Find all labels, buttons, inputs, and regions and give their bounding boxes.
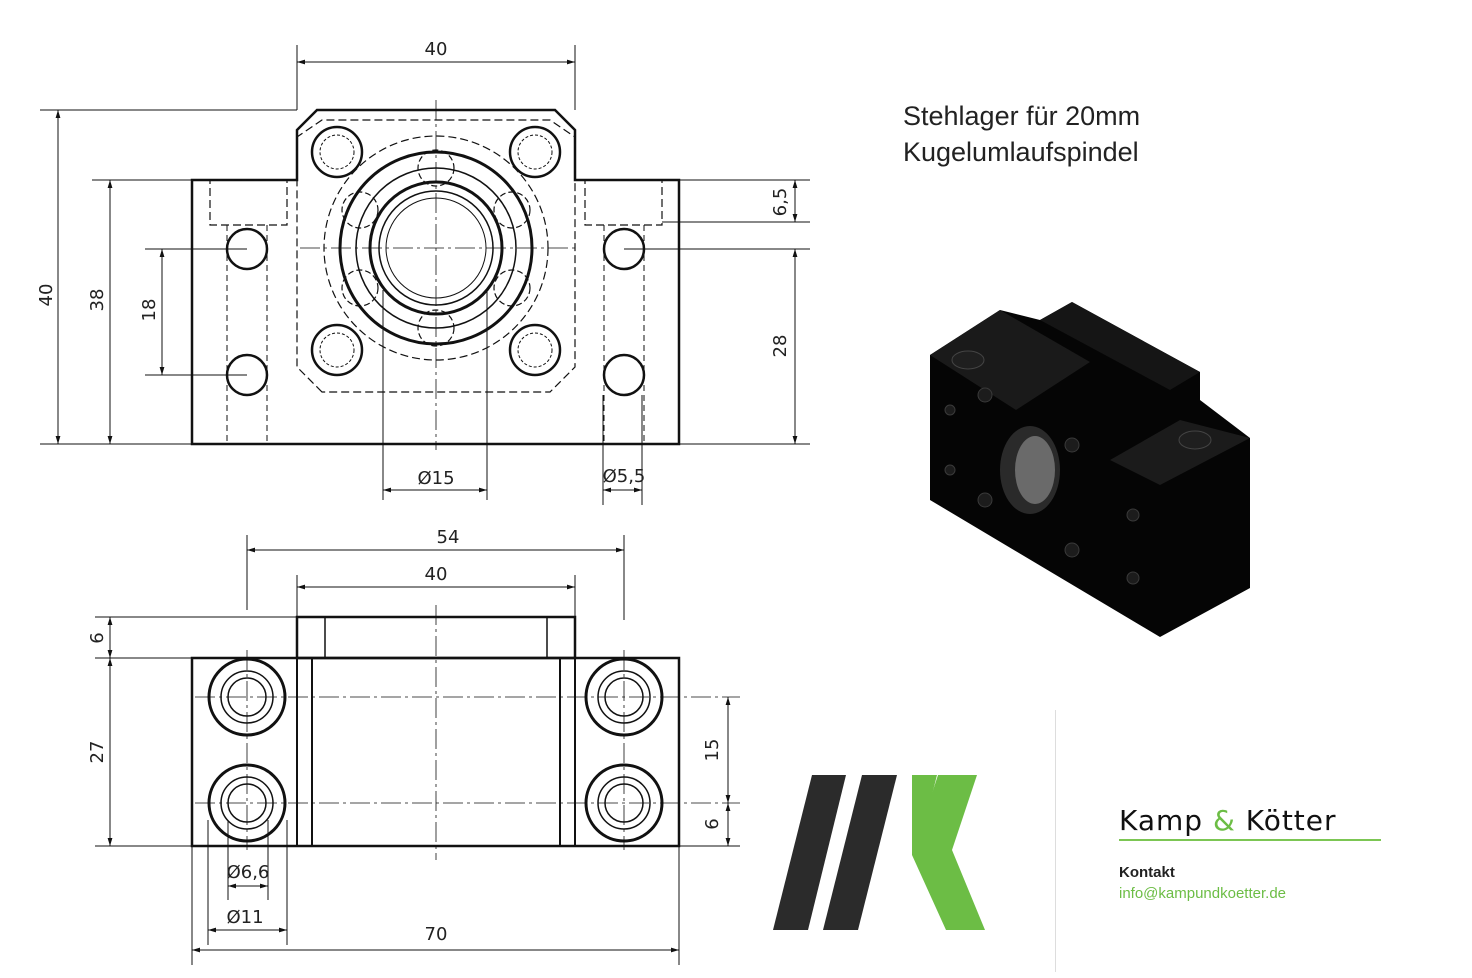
- dim-hole-height: 28: [770, 335, 791, 358]
- dim-hole-dia-large: Ø11: [226, 907, 263, 928]
- title-line-2: Kugelumlaufspindel: [903, 137, 1139, 167]
- dim-hole-dia-small: Ø6,6: [227, 862, 270, 883]
- dim-base-height: 27: [87, 741, 108, 764]
- dim-hole-offset: 6: [702, 818, 723, 829]
- title-line-1: Stehlager für 20mm: [903, 101, 1141, 131]
- dim-height-base: 38: [87, 289, 108, 312]
- contact-email-link[interactable]: info@kampundkoetter.de: [1119, 885, 1286, 902]
- bearing-block-3d-render: [930, 302, 1250, 637]
- contact-label: Kontakt: [1119, 864, 1175, 881]
- dim-width-top: 40: [425, 39, 448, 60]
- dim-height-total: 40: [36, 284, 57, 307]
- top-view: [40, 45, 810, 505]
- dim-hole-spacing-y: 15: [702, 739, 723, 762]
- brand-name: Kamp & Kötter: [1119, 804, 1381, 841]
- front-view: [95, 535, 740, 965]
- divider: [1055, 710, 1056, 972]
- dim-hole-dia: Ø5,5: [603, 466, 646, 487]
- brand-part-2: Kötter: [1245, 804, 1337, 837]
- dim-counterbore: 6,5: [770, 188, 791, 217]
- brand-ampersand: &: [1212, 804, 1236, 837]
- dim-bore-dia: Ø15: [417, 468, 454, 489]
- product-title: Stehlager für 20mm Kugelumlaufspindel: [903, 98, 1140, 170]
- dim-total-width: 70: [425, 924, 448, 945]
- dim-block-width: 40: [425, 564, 448, 585]
- company-logo: [773, 775, 985, 930]
- dim-hole-spacing: 18: [139, 299, 160, 322]
- dim-top-height: 6: [87, 632, 108, 643]
- dim-hole-spacing-x: 54: [437, 527, 460, 548]
- brand-part-1: Kamp: [1119, 804, 1204, 837]
